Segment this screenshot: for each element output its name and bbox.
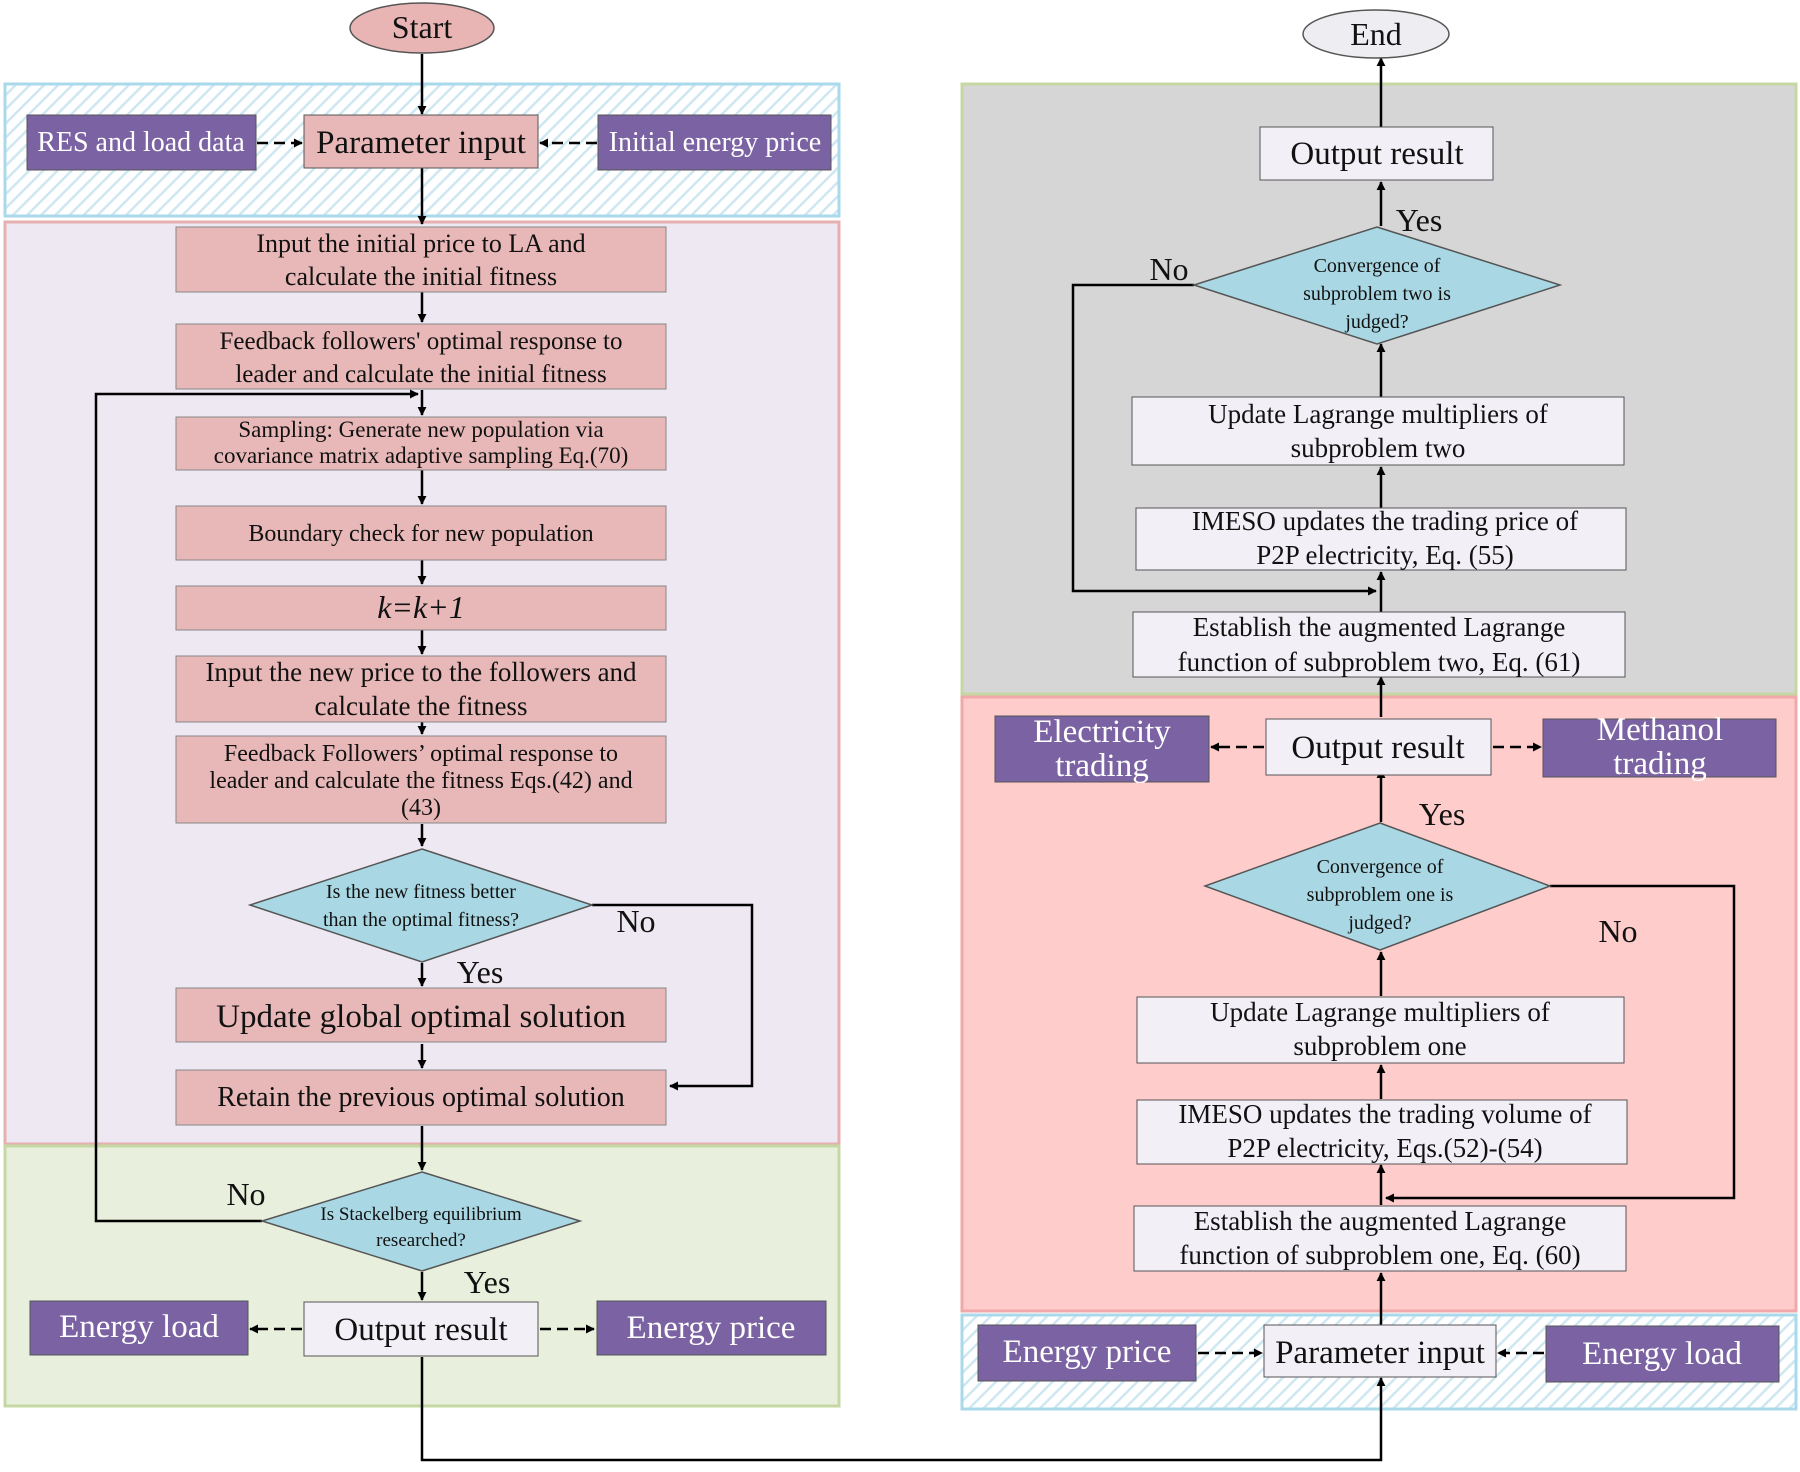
update-lagrange-two-line-1: Update Lagrange multipliers of xyxy=(1208,399,1548,429)
subproblem-two-no-label: No xyxy=(1149,251,1188,287)
subproblem-two-decision-line-2: subproblem two is xyxy=(1303,283,1451,305)
retain-box: Retain the previous optimal solution xyxy=(175,1069,667,1126)
start-oval: Start xyxy=(349,2,495,54)
sampling-line-1: Sampling: Generate new population via xyxy=(238,417,603,442)
subproblem-one-decision-line-1: Convergence of xyxy=(1317,856,1444,878)
new-price-line-1: Input the new price to the followers and xyxy=(205,657,637,687)
boundary-check-label: Boundary check for new population xyxy=(248,521,593,547)
output-result-box-left: Output result xyxy=(303,1301,539,1357)
subproblem-one-decision-line-2: subproblem one is xyxy=(1307,884,1454,906)
output-result-top-label: Output result xyxy=(1290,136,1463,172)
imeso-price-line-1: IMESO updates the trading price of xyxy=(1192,506,1578,536)
initial-fitness-box: Input the initial price to LA and calcul… xyxy=(175,226,667,293)
establish-one-box: Establish the augmented Lagrange functio… xyxy=(1133,1205,1627,1272)
stackelberg-yes-label: Yes xyxy=(464,1264,511,1300)
electricity-trading-box: Electricity trading xyxy=(994,714,1210,784)
feedback-initial-box: Feedback followers' optimal response to … xyxy=(175,323,667,390)
output-result-left-label: Output result xyxy=(334,1312,507,1348)
counter-box: k=k+1 xyxy=(175,585,667,631)
fitness-decision-line-2: than the optimal fitness? xyxy=(323,909,519,931)
feedback-fitness-line-3: (43) xyxy=(401,795,441,821)
electricity-trading-line-1: Electricity xyxy=(1033,714,1171,750)
energy-price-right-label: Energy price xyxy=(1003,1334,1172,1370)
energy-load-box-left: Energy load xyxy=(29,1300,249,1356)
electricity-trading-line-2: trading xyxy=(1055,748,1148,784)
fitness-yes-label: Yes xyxy=(457,954,504,990)
initial-fitness-line-2: calculate the initial fitness xyxy=(285,262,557,291)
initial-energy-price-box: Initial energy price xyxy=(597,114,832,171)
end-oval: End xyxy=(1302,9,1450,59)
output-result-mid-label: Output result xyxy=(1291,730,1464,766)
parameter-input-left-label: Parameter input xyxy=(316,125,526,161)
connectors xyxy=(94,54,1736,1462)
update-global-label: Update global optimal solution xyxy=(216,999,626,1035)
fitness-decision-diamond: Is the new fitness better than the optim… xyxy=(247,848,595,963)
imeso-price-box: IMESO updates the trading price of P2P e… xyxy=(1135,506,1627,571)
stackelberg-no-label: No xyxy=(226,1176,265,1212)
energy-load-left-label: Energy load xyxy=(59,1309,219,1345)
establish-one-line-2: function of subproblem one, Eq. (60) xyxy=(1179,1240,1580,1270)
subproblem-two-yes-label: Yes xyxy=(1396,202,1443,238)
subproblem-one-yes-label: Yes xyxy=(1419,796,1466,832)
initial-fitness-line-1: Input the initial price to LA and xyxy=(256,229,585,258)
feedback-fitness-line-2: leader and calculate the fitness Eqs.(42… xyxy=(209,768,632,794)
energy-load-box-right: Energy load xyxy=(1545,1325,1780,1383)
fitness-decision-line-1: Is the new fitness better xyxy=(326,881,516,903)
establish-two-line-1: Establish the augmented Lagrange xyxy=(1193,612,1566,642)
subproblem-two-decision-line-3: judged? xyxy=(1344,311,1408,333)
energy-price-box-right: Energy price xyxy=(977,1324,1197,1382)
new-price-box: Input the new price to the followers and… xyxy=(175,655,667,723)
start-label: Start xyxy=(392,9,453,45)
output-result-box-top: Output result xyxy=(1259,126,1494,181)
update-lagrange-two-box: Update Lagrange multipliers of subproble… xyxy=(1131,396,1625,466)
subproblem-one-decision-line-3: judged? xyxy=(1347,912,1411,934)
subproblem-two-decision-diamond: Convergence of subproblem two is judged? xyxy=(1191,226,1563,345)
update-global-box: Update global optimal solution xyxy=(175,987,667,1043)
retain-label: Retain the previous optimal solution xyxy=(217,1082,625,1113)
res-load-data-label: RES and load data xyxy=(37,127,245,158)
boundary-check-box: Boundary check for new population xyxy=(175,505,667,561)
energy-price-left-label: Energy price xyxy=(627,1310,796,1346)
res-load-data-box: RES and load data xyxy=(26,114,257,171)
methanol-trading-line-2: trading xyxy=(1613,746,1706,782)
sampling-line-2: covariance matrix adaptive sampling Eq.(… xyxy=(214,443,628,468)
subproblem-one-no-label: No xyxy=(1598,913,1637,949)
stackelberg-decision-line-1: Is Stackelberg equilibrium xyxy=(320,1204,521,1225)
initial-energy-price-label: Initial energy price xyxy=(609,127,822,158)
feedback-initial-line-2: leader and calculate the initial fitness xyxy=(235,361,606,388)
feedback-initial-line-1: Feedback followers' optimal response to xyxy=(219,328,622,355)
establish-two-box: Establish the augmented Lagrange functio… xyxy=(1132,611,1626,678)
update-lagrange-one-box: Update Lagrange multipliers of subproble… xyxy=(1136,996,1625,1064)
energy-price-box-left: Energy price xyxy=(596,1300,827,1356)
subproblem-two-decision-line-1: Convergence of xyxy=(1314,255,1441,277)
imeso-volume-box: IMESO updates the trading volume of P2P … xyxy=(1136,1099,1628,1165)
feedback-fitness-box: Feedback Followers’ optimal response to … xyxy=(175,735,667,824)
imeso-volume-line-2: P2P electricity, Eqs.(52)-(54) xyxy=(1227,1133,1542,1163)
energy-load-right-label: Energy load xyxy=(1582,1336,1742,1372)
stackelberg-decision-line-2: researched? xyxy=(376,1230,466,1251)
parameter-input-box-right: Parameter input xyxy=(1263,1324,1497,1378)
new-price-line-2: calculate the fitness xyxy=(315,691,528,721)
imeso-price-line-2: P2P electricity, Eq. (55) xyxy=(1256,540,1513,570)
sampling-box: Sampling: Generate new population via co… xyxy=(175,416,667,471)
update-lagrange-two-line-2: subproblem two xyxy=(1291,433,1466,463)
establish-two-line-2: function of subproblem two, Eq. (61) xyxy=(1178,647,1581,677)
output-result-box-mid: Output result xyxy=(1265,718,1492,776)
stackelberg-decision-diamond: Is Stackelberg equilibrium researched? xyxy=(259,1171,583,1272)
end-label: End xyxy=(1350,16,1402,52)
counter-label: k=k+1 xyxy=(377,589,465,625)
subproblem-one-decision-diamond: Convergence of subproblem one is judged? xyxy=(1202,822,1553,951)
update-lagrange-one-line-1: Update Lagrange multipliers of xyxy=(1210,997,1550,1027)
methanol-trading-box: Methanol trading xyxy=(1542,712,1777,782)
parameter-input-box-left: Parameter input xyxy=(303,114,539,169)
parameter-input-right-label: Parameter input xyxy=(1275,1335,1485,1371)
methanol-trading-line-1: Methanol xyxy=(1597,712,1723,748)
fitness-no-label: No xyxy=(616,903,655,939)
update-lagrange-one-line-2: subproblem one xyxy=(1293,1031,1466,1061)
establish-one-line-1: Establish the augmented Lagrange xyxy=(1194,1206,1567,1236)
imeso-volume-line-1: IMESO updates the trading volume of xyxy=(1178,1099,1591,1129)
feedback-fitness-line-1: Feedback Followers’ optimal response to xyxy=(224,741,618,767)
